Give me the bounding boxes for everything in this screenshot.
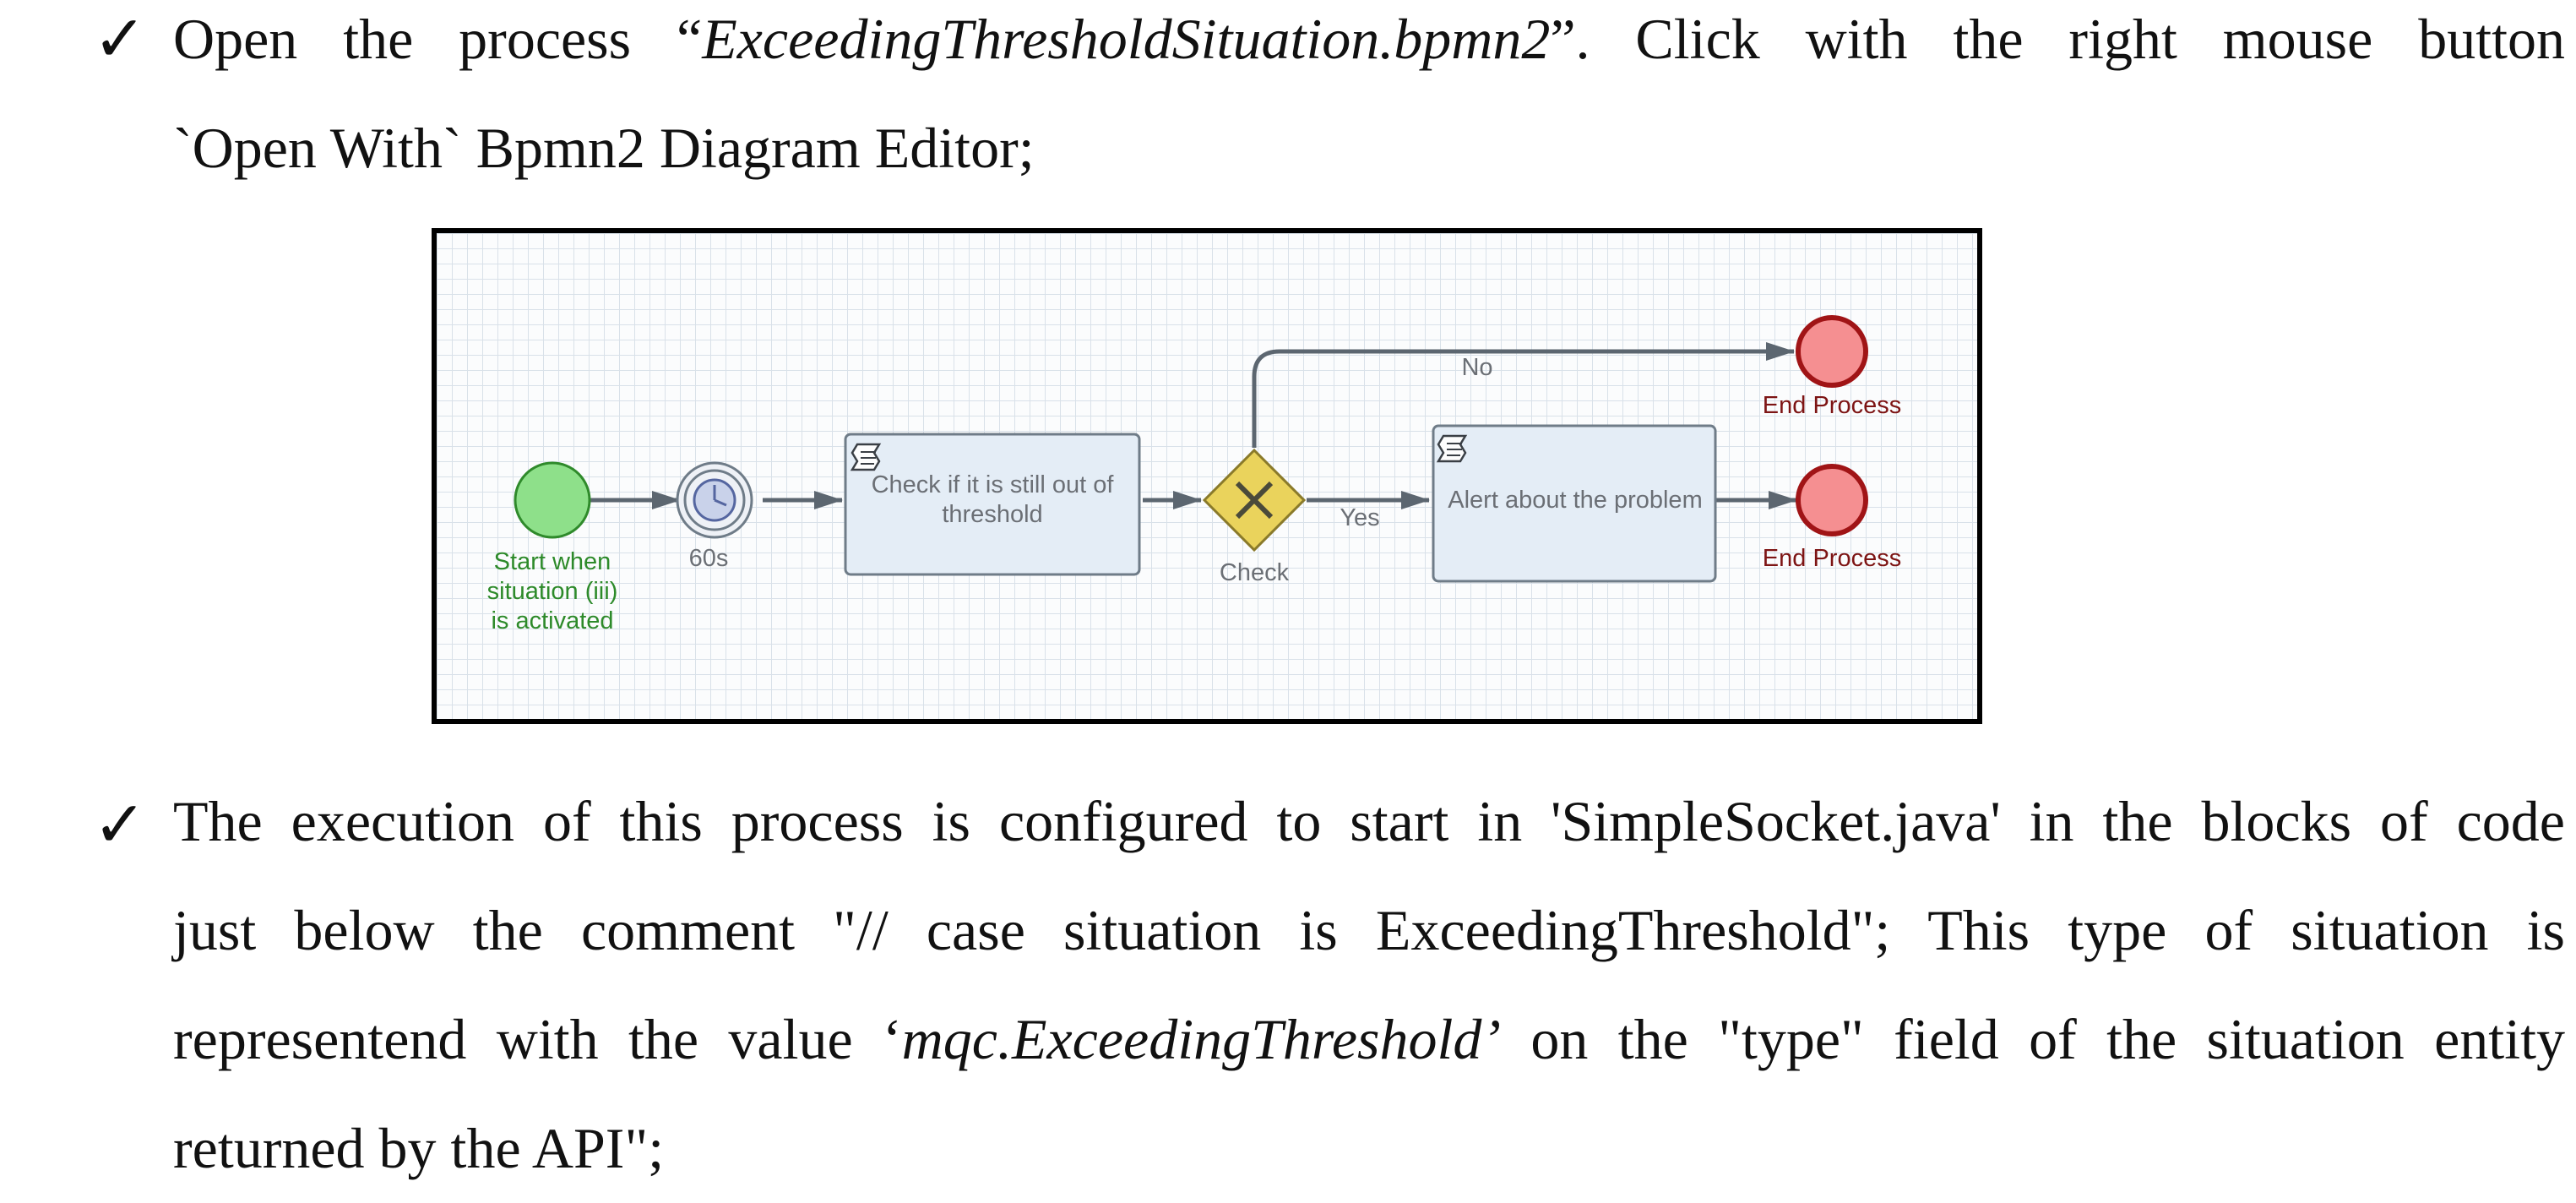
process-filename: ExceedingThresholdSituation.bpmn2	[702, 7, 1551, 71]
start-event-label-2: situation (iii)	[487, 578, 618, 605]
bpmn-diagram: Start when situation (iii) is activated …	[432, 228, 1982, 724]
sequence-flows	[557, 342, 1797, 509]
flow-no-label: No	[1461, 354, 1492, 381]
clock-icon	[693, 478, 736, 522]
end-event-top	[1796, 315, 1868, 388]
instruction-paragraph-2: The execution of this process is configu…	[173, 767, 2565, 1203]
text-segment: representend with the value ‘	[173, 1007, 902, 1071]
paragraph-line: `Open With` Bpmn2 Diagram Editor;	[173, 116, 1035, 180]
text-segment: on the "type" field of the situation ent…	[1501, 1007, 2565, 1071]
text-segment: ”. Click with the right mouse button	[1550, 7, 2565, 71]
start-event-label-3: is activated	[491, 607, 613, 634]
situation-type-value: mqc.ExceedingThreshold’	[901, 1007, 1502, 1071]
end-event-bottom	[1796, 464, 1868, 536]
end-event-top-label: End Process	[1763, 392, 1901, 419]
paragraph-line: returned by the API";	[173, 1116, 665, 1180]
timer-event	[676, 461, 753, 539]
task-alert	[1432, 424, 1717, 583]
task-check-threshold	[844, 433, 1141, 576]
timer-label: 60s	[689, 545, 729, 572]
start-event-label-1: Start when	[494, 548, 611, 575]
instruction-paragraph-1: Open the process “ExceedingThresholdSitu…	[173, 0, 2565, 203]
exclusive-gateway	[1202, 448, 1307, 553]
task-alert-label: Alert about the problem	[1448, 487, 1702, 514]
end-event-bottom-label: End Process	[1763, 545, 1901, 572]
paragraph-line: Open the process “ExceedingThresholdSitu…	[173, 0, 2565, 94]
text-segment: Open the process “	[173, 7, 703, 71]
checkmark-icon: ✓	[93, 1, 147, 76]
paragraph-line: representend with the value ‘mqc.Exceedi…	[173, 985, 2565, 1094]
paragraph-line: The execution of this process is configu…	[173, 789, 2565, 853]
start-event	[514, 461, 591, 539]
flow-yes-label: Yes	[1340, 504, 1379, 531]
flow-no	[1252, 342, 1795, 448]
paragraph-line: just below the comment "// case situatio…	[173, 898, 2565, 962]
task-check-label-1: Check if it is still out of	[872, 471, 1115, 498]
script-task-icon	[1436, 434, 1468, 463]
bpmn-canvas: Start when situation (iii) is activated …	[487, 315, 1901, 634]
script-task-icon	[850, 443, 882, 471]
gateway-label: Check	[1220, 559, 1290, 586]
checkmark-icon: ✓	[93, 787, 147, 862]
task-check-label-2: threshold	[942, 501, 1042, 528]
